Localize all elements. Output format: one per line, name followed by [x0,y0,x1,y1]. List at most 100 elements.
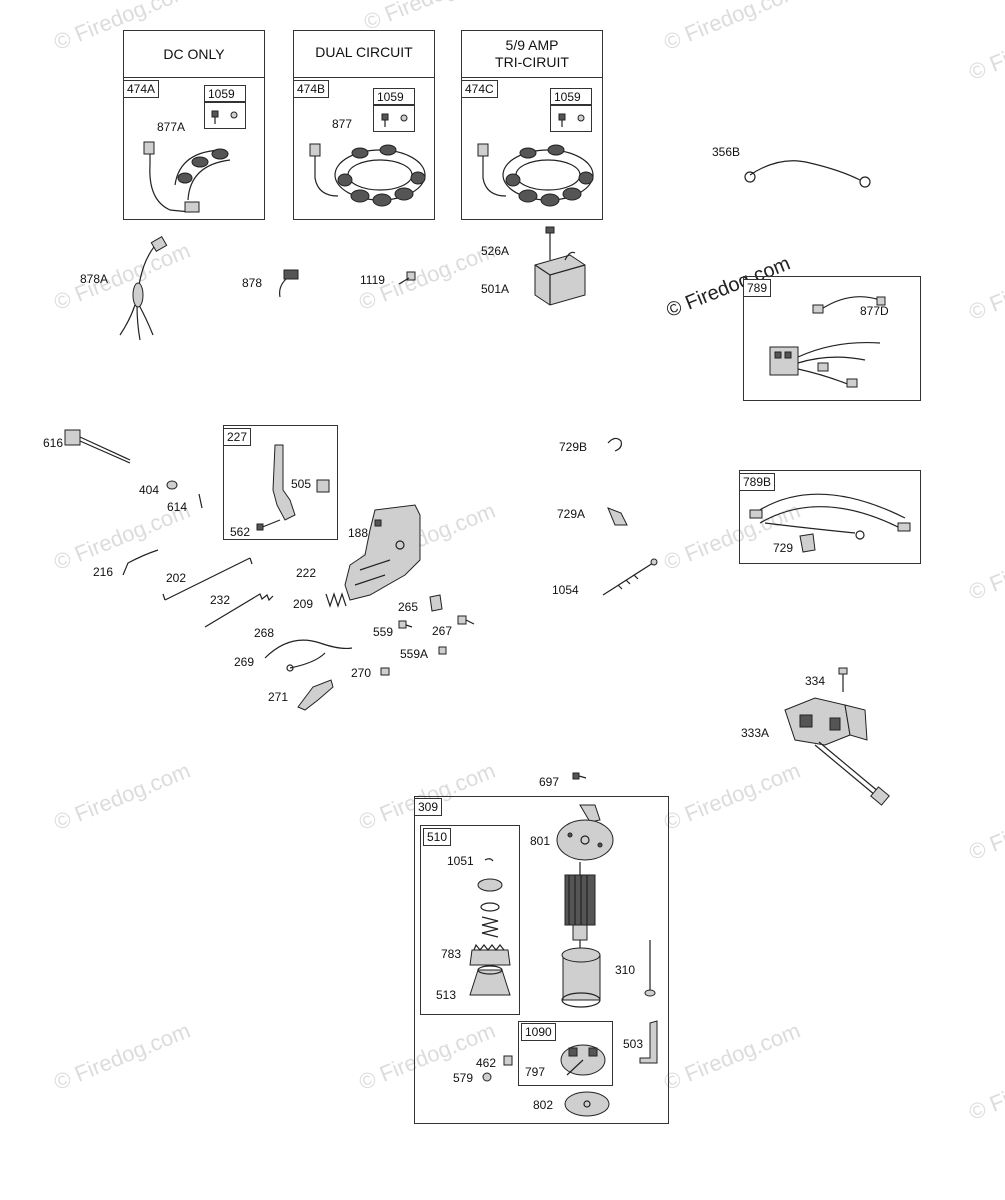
callout-268: 268 [254,626,275,640]
callout-503: 503 [623,1037,644,1051]
kit-510-tag: 510 [423,828,452,846]
callout-877: 877 [332,117,353,131]
kit-474c-subkit-box [550,104,592,132]
nut-270 [380,667,390,676]
kit-474c-header-line2: TRI-CIRUIT [495,54,569,70]
kit-1090-box [518,1021,613,1086]
kit-474c-tag: 474C [461,80,498,98]
callout-356b: 356B [712,145,741,159]
brush-plate-1090 [560,1044,606,1076]
screw-559a [438,646,447,655]
spring-232 [204,593,274,628]
bolt [644,940,656,997]
end-cap-801 [556,804,614,861]
washer-404 [166,480,178,490]
kit-474b-header: DUAL CIRCUIT [315,44,413,60]
kit-309-box [414,796,669,1124]
stator-474c [477,143,594,207]
callout-616: 616 [43,436,64,450]
callout-1051: 1051 [447,854,474,868]
kit-474b-box [293,77,435,220]
callout-334: 334 [805,674,826,688]
callout-269: 269 [234,655,255,669]
screw-559 [398,620,413,629]
watermark: © Firedog.com [965,247,1005,326]
kit-474c-box [461,77,603,220]
lever-271 [297,679,334,711]
wire-878 [279,269,299,298]
kit-474b-tag: 474B [293,80,330,98]
shaft-616 [64,429,131,464]
kit-309-tag: 309 [414,798,443,816]
bracket-188 [344,504,421,601]
kit-510-box [420,825,520,1015]
callout-526a: 526A [481,244,510,258]
kit-227-tag: 227 [223,428,252,446]
callout-801: 801 [530,834,551,848]
cable-268 [264,639,353,672]
callout-559a: 559A [400,647,429,661]
watermark: © Firedog.com [965,527,1005,606]
callout-797: 797 [525,1065,546,1079]
callout-1119: 1119 [360,273,385,287]
callout-559: 559 [373,625,394,639]
kit-474c-header-line1: 5/9 AMP [505,37,559,53]
callout-783: 783 [441,947,462,961]
callout-697: 697 [539,775,560,789]
kit-789-box [743,276,921,401]
clip-729b [607,437,622,452]
armature [564,862,596,948]
callout-562: 562 [230,525,251,539]
screw-icon [558,113,585,127]
watermark: © Firedog.com [965,787,1005,866]
callout-614: 614 [167,500,188,514]
screw-1119 [398,271,416,285]
callout-729b: 729B [559,440,588,454]
callout-333a: 333A [741,726,770,740]
bracket-503 [639,1020,658,1064]
screw-icon [381,113,408,127]
callout-270: 270 [351,666,372,680]
nut-579 [482,1072,492,1082]
callout-222: 222 [296,566,317,580]
starter-drive-510 [469,858,511,996]
screw-267 [457,615,475,625]
callout-501a: 501A [481,282,510,296]
kit-474b-subkit-tag: 1059 [373,88,415,106]
screw-icon [211,110,238,124]
harness-878a [119,235,168,341]
ignition-module-333a [784,697,890,806]
watermark: © Firedog.com [50,757,194,836]
callout-802: 802 [533,1098,554,1112]
callout-878a: 878A [80,272,109,286]
watermark: © Firedog.com [965,1047,1005,1126]
callout-462: 462 [476,1056,497,1070]
link-202 [162,557,253,601]
regulator-501a [534,226,586,306]
callout-404: 404 [139,483,160,497]
kit-474c-subkit-tag: 1059 [550,88,592,106]
end-plate-802 [564,1091,610,1117]
callout-877d: 877D [860,304,889,318]
callout-310: 310 [615,963,636,977]
spring-209 [325,592,347,608]
callout-1054: 1054 [552,583,579,597]
clip-729a [607,507,628,526]
governor-arm-227 [256,444,330,531]
kit-474a-box [123,77,265,220]
callout-265: 265 [398,600,419,614]
kit-789b-box [739,470,921,564]
stator-474b [309,143,426,207]
callout-216: 216 [93,565,114,579]
harness-789 [769,296,886,388]
watermark: © Firedog.com [660,0,804,56]
kit-789-tag: 789 [743,279,772,297]
ground-wire-356b [744,160,871,188]
stator-474a [143,141,231,213]
callout-209: 209 [293,597,314,611]
callout-579: 579 [453,1071,474,1085]
callout-188: 188 [348,526,369,540]
callout-505: 505 [291,477,312,491]
kit-474b-header-box: DUAL CIRCUIT [293,30,435,78]
callout-513: 513 [436,988,457,1002]
